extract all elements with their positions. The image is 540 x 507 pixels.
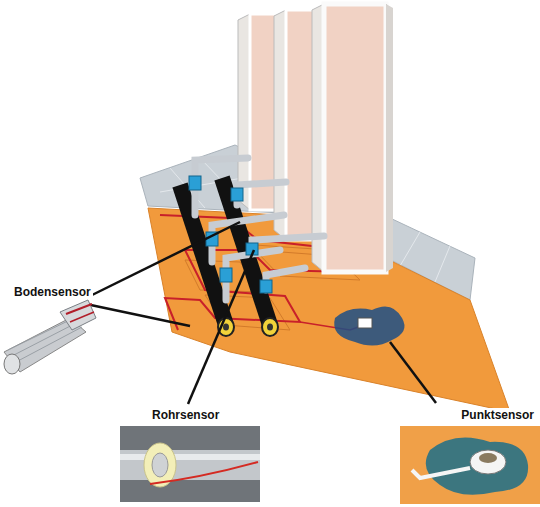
sensor-label: Punktsensor <box>459 408 536 422</box>
grey-pipes <box>195 158 324 300</box>
valves <box>189 176 272 293</box>
pipe-sensor-inset <box>120 426 260 502</box>
water-puddle <box>334 306 404 345</box>
leader-lines <box>86 222 436 404</box>
sensor-label: Rohrsensor <box>150 408 221 422</box>
sensor-label: Bodensensor <box>12 285 93 299</box>
point-sensor <box>358 318 372 328</box>
floor-sensor-inset <box>4 300 96 374</box>
server-cabinets <box>238 4 393 272</box>
point-sensor-inset <box>400 426 540 504</box>
